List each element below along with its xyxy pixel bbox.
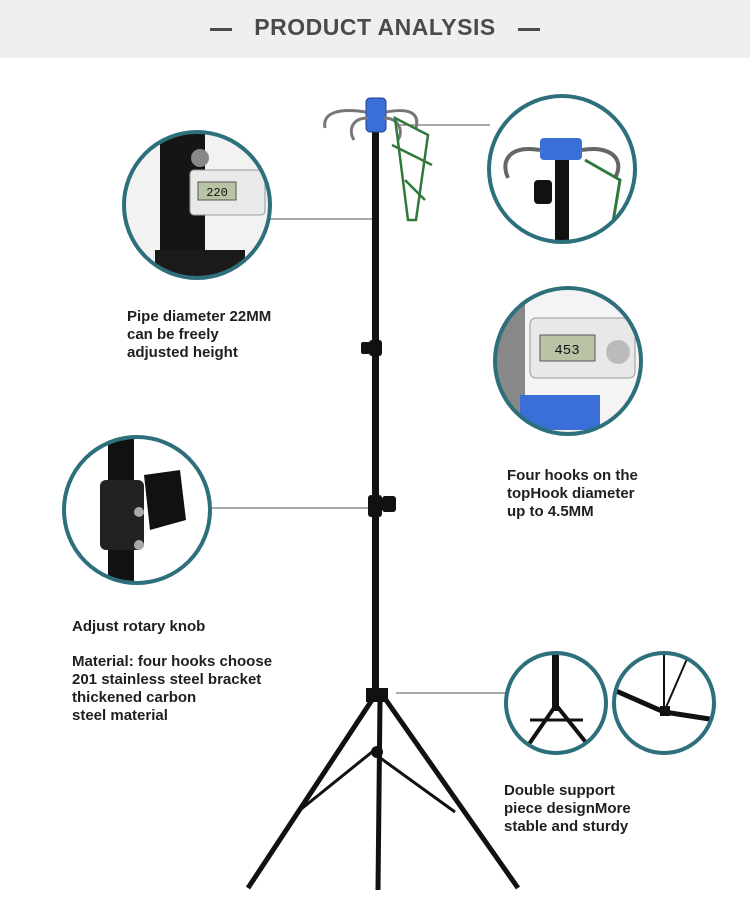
support-ring: [504, 651, 608, 755]
knob-caption: Adjust rotary knob: [72, 618, 206, 635]
support-detail-circle: [506, 653, 606, 753]
support-caption: Double support piece designMore stable a…: [504, 782, 631, 835]
hook-reading: 453: [554, 343, 579, 359]
hooks-inner: [349, 116, 402, 141]
hook-ring: [487, 94, 637, 244]
bottle-holder: [393, 115, 430, 222]
hook-head: [365, 97, 387, 133]
lower-joint: [368, 495, 382, 517]
tripod-legs: [245, 698, 521, 891]
upper-knob: [361, 342, 370, 354]
brace-ring: [612, 651, 716, 755]
pipe-reading: 220: [206, 186, 228, 200]
knob-detail-circle: [64, 437, 210, 583]
header-bar: PRODUCT ANALYSIS: [0, 0, 750, 58]
tripod-hub: [366, 688, 388, 702]
hooks-outer: [323, 109, 419, 129]
upper-joint: [369, 340, 382, 356]
hook-caliper-circle: 453: [495, 288, 641, 434]
material-caption: Material: four hooks choose 201 stainles…: [72, 653, 273, 724]
knob-ring: [62, 435, 212, 585]
lower-knob: [382, 496, 396, 512]
iv-stand: [245, 97, 521, 891]
hook-caliper-ring: [493, 286, 643, 436]
pipe-detail-circle: 220: [124, 132, 270, 278]
brace-detail-circle: [614, 653, 714, 753]
pipe-ring: [122, 130, 272, 280]
hook-detail-circle: [489, 96, 635, 242]
hooks-caption: Four hooks on the topHook diameter up to…: [507, 467, 638, 520]
page-title: PRODUCT ANALYSIS: [254, 14, 496, 40]
pole: [372, 130, 379, 690]
pipe-caption: Pipe diameter 22MM can be freely adjuste…: [127, 308, 272, 361]
right-dash: [518, 28, 540, 31]
left-dash: [210, 28, 232, 31]
